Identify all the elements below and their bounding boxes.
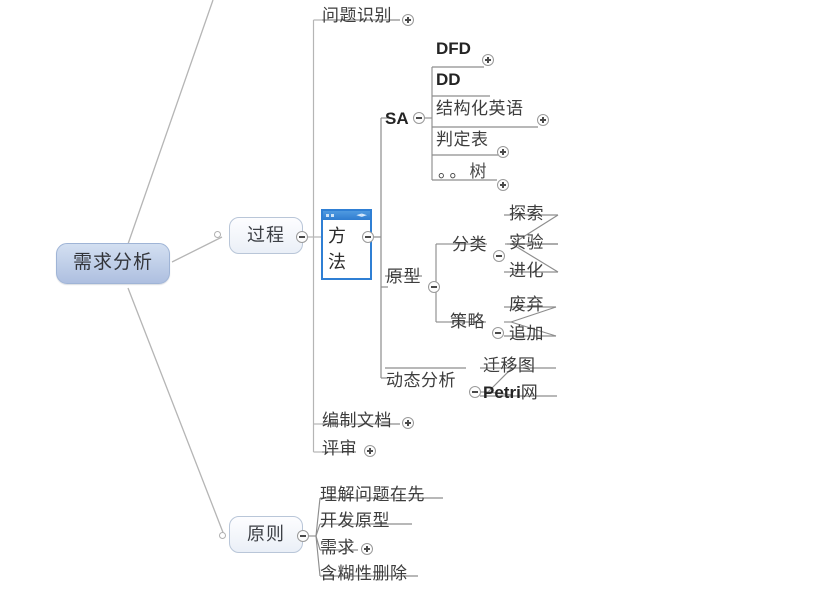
- node-review-label: 评审: [322, 439, 357, 458]
- resize-arrows-icon[interactable]: ◄►: [356, 211, 367, 219]
- toggle-dynamic-analysis[interactable]: [469, 386, 481, 398]
- node-strategy-label: 策略: [450, 312, 485, 331]
- node-requirements-label: 需求: [320, 538, 355, 557]
- node-structured-english[interactable]: 结构化英语: [436, 100, 524, 117]
- root-link-anchor-process[interactable]: [214, 231, 221, 238]
- node-process-label: 过程: [247, 225, 285, 245]
- toggle-structured-english[interactable]: [537, 114, 549, 126]
- root-node-label: 需求分析: [73, 252, 154, 273]
- toggle-problem-identification[interactable]: [402, 14, 414, 26]
- node-classification-label: 分类: [452, 235, 487, 254]
- node-exploratory-label: 探索: [509, 204, 544, 223]
- node-dd[interactable]: DD: [436, 71, 461, 88]
- titlebar-dots-icon: [326, 214, 334, 217]
- toggle-principles[interactable]: [297, 530, 309, 542]
- node-incremental-label: 追加: [509, 324, 544, 343]
- node-decision-tree-label: 。。树: [438, 162, 490, 181]
- node-structured-english-label: 结构化英语: [436, 99, 524, 118]
- node-method-label[interactable]: 方法: [328, 226, 347, 272]
- node-dd-label: DD: [436, 70, 461, 89]
- node-transition-diagram[interactable]: 迁移图: [483, 357, 536, 374]
- node-remove-ambiguity[interactable]: 含糊性删除: [320, 565, 408, 582]
- node-understand-problem-first-label: 理解问题在先: [320, 485, 425, 504]
- toggle-dfd[interactable]: [482, 54, 494, 66]
- node-understand-problem-first[interactable]: 理解问题在先: [320, 486, 425, 503]
- node-problem-identification-label: 问题识别: [322, 6, 392, 25]
- node-transition-diagram-label: 迁移图: [483, 356, 536, 375]
- node-petri-net-label-latin: Petri: [483, 383, 521, 402]
- node-sa[interactable]: SA: [385, 110, 409, 127]
- node-review[interactable]: 评审: [322, 440, 357, 457]
- node-principles[interactable]: 原则: [229, 516, 303, 553]
- node-sa-label: SA: [385, 109, 409, 128]
- toggle-method[interactable]: [362, 231, 374, 243]
- node-decision-table[interactable]: 判定表: [436, 131, 489, 148]
- node-problem-identification[interactable]: 问题识别: [322, 7, 392, 24]
- toggle-decision-table[interactable]: [497, 146, 509, 158]
- method-node-titlebar[interactable]: ◄►: [323, 211, 370, 220]
- node-petri-net[interactable]: Petri网: [483, 384, 538, 402]
- node-evolutionary[interactable]: 进化: [509, 262, 544, 279]
- root-link-anchor-principles[interactable]: [219, 532, 226, 539]
- toggle-requirements[interactable]: [361, 543, 373, 555]
- toggle-classification[interactable]: [493, 250, 505, 262]
- node-develop-prototype[interactable]: 开发原型: [320, 512, 390, 529]
- node-method-selected[interactable]: ◄► 方法: [321, 209, 372, 280]
- toggle-documentation[interactable]: [402, 417, 414, 429]
- node-evolutionary-label: 进化: [509, 261, 544, 280]
- node-develop-prototype-label: 开发原型: [320, 511, 390, 530]
- node-strategy[interactable]: 策略: [450, 313, 485, 330]
- node-requirements[interactable]: 需求: [320, 539, 355, 556]
- node-classification[interactable]: 分类: [452, 236, 487, 253]
- root-node[interactable]: 需求分析: [56, 243, 171, 284]
- node-throwaway-label: 废弃: [509, 295, 544, 314]
- toggle-process[interactable]: [296, 231, 308, 243]
- toggle-review[interactable]: [364, 445, 376, 457]
- node-exploratory[interactable]: 探索: [509, 205, 544, 222]
- node-dfd[interactable]: DFD: [436, 40, 471, 57]
- node-prototype-label: 原型: [386, 267, 421, 286]
- node-incremental[interactable]: 追加: [509, 325, 544, 342]
- node-decision-tree[interactable]: 。。树: [438, 163, 490, 180]
- node-dfd-label: DFD: [436, 39, 471, 58]
- node-dynamic-analysis-label: 动态分析: [386, 371, 456, 390]
- node-dynamic-analysis[interactable]: 动态分析: [386, 372, 456, 389]
- node-prototype[interactable]: 原型: [386, 268, 421, 285]
- toggle-sa[interactable]: [413, 112, 425, 124]
- node-documentation[interactable]: 编制文档: [322, 412, 392, 429]
- node-principles-label: 原则: [247, 524, 285, 544]
- node-experimental-label: 实验: [509, 233, 544, 252]
- toggle-strategy[interactable]: [492, 327, 504, 339]
- node-process[interactable]: 过程: [229, 217, 303, 254]
- node-throwaway[interactable]: 废弃: [509, 296, 544, 313]
- node-petri-net-label-cjk: 网: [520, 383, 538, 402]
- node-remove-ambiguity-label: 含糊性删除: [320, 564, 408, 583]
- node-decision-table-label: 判定表: [436, 130, 489, 149]
- node-documentation-label: 编制文档: [322, 411, 392, 430]
- toggle-prototype[interactable]: [428, 281, 440, 293]
- node-experimental[interactable]: 实验: [509, 234, 544, 251]
- toggle-decision-tree[interactable]: [497, 179, 509, 191]
